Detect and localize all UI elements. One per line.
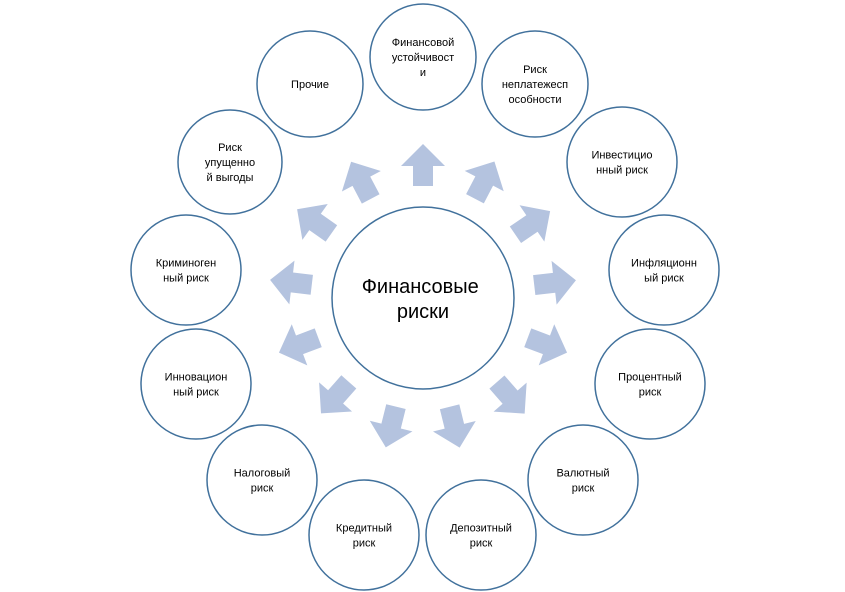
- arrow-tax-risk: [319, 375, 357, 414]
- node-interest-risk: Процентный риск: [594, 328, 706, 440]
- node-label: Риск упущенно й выгоды: [205, 142, 255, 184]
- node-label: Инфляционн ый риск: [631, 258, 697, 285]
- arrow-innovation-risk: [278, 324, 322, 366]
- node-label-line: и: [420, 67, 426, 79]
- node-label: Риск неплатежесп особности: [502, 64, 568, 106]
- node-circle: [256, 30, 364, 138]
- node-label: Процентный риск: [618, 372, 682, 399]
- node-circle: [594, 328, 706, 440]
- node-label-line: й выгоды: [207, 172, 254, 184]
- node-label-line: ный риск: [173, 387, 219, 399]
- arrow-inflation-risk: [533, 260, 576, 305]
- center-title-line-2: риски: [397, 301, 449, 323]
- node-inflation-risk: Инфляционн ый риск: [608, 214, 720, 326]
- node-circle: [369, 3, 477, 111]
- center-circle: [331, 206, 515, 390]
- node-label-line: Прочие: [291, 79, 329, 91]
- node-label-line: Инфляционн: [631, 258, 697, 270]
- node-lost-profit-risk: Риск упущенно й выгоды: [177, 109, 283, 215]
- node-label-line: риск: [572, 483, 595, 495]
- arrow-deposit-risk: [433, 404, 476, 448]
- node-label: Кредитный риск: [336, 523, 392, 550]
- node-other: Прочие: [256, 30, 364, 138]
- node-label-line: особности: [508, 94, 561, 106]
- node-label: Депозитный риск: [450, 523, 512, 550]
- node-criminogenic-risk: Криминоген ный риск: [130, 214, 242, 326]
- arrow-financial-stability: [401, 144, 445, 186]
- arrow-other: [341, 161, 381, 204]
- node-circle: [566, 106, 678, 218]
- node-label-line: риск: [639, 387, 662, 399]
- node-label: Финансовой устойчивост и: [392, 37, 455, 79]
- node-label-line: Кредитный: [336, 523, 392, 535]
- node-label-line: нный риск: [596, 165, 648, 177]
- node-circle: [206, 424, 318, 536]
- node-label-line: устойчивост: [392, 52, 454, 64]
- node-label-line: Риск: [523, 64, 547, 76]
- node-label-line: риск: [251, 483, 274, 495]
- node-tax-risk: Налоговый риск: [206, 424, 318, 536]
- node-label-line: Инвестицио: [591, 150, 652, 162]
- node-label: Валютный риск: [556, 468, 609, 495]
- node-label: Инновацион ный риск: [165, 372, 228, 399]
- arrow-currency-risk: [489, 375, 527, 414]
- node-circle: [308, 479, 420, 591]
- node-label: Прочие: [291, 79, 329, 91]
- node-insolvency-risk: Риск неплатежесп особности: [481, 30, 589, 138]
- node-label-line: Риск: [218, 142, 242, 154]
- node-circle: [527, 424, 639, 536]
- node-label-line: риск: [353, 538, 376, 550]
- node-label-line: Инновацион: [165, 372, 228, 384]
- node-label-line: Налоговый: [234, 468, 291, 480]
- node-label-line: Криминоген: [156, 258, 217, 270]
- node-label-line: ный риск: [163, 273, 209, 285]
- arrow-insolvency-risk: [464, 161, 504, 204]
- node-label-line: Валютный: [556, 468, 609, 480]
- arrow-lost-profit-risk: [297, 203, 338, 242]
- node-label-line: Финансовой: [392, 37, 455, 49]
- arrow-investment-risk: [509, 205, 551, 244]
- node-label-line: упущенно: [205, 157, 255, 169]
- node-label-line: неплатежесп: [502, 79, 568, 91]
- center-title: Финансовые риски: [362, 276, 485, 323]
- node-circle: [425, 479, 537, 591]
- arrow-criminogenic-risk: [270, 260, 313, 305]
- node-investment-risk: Инвестицио нный риск: [566, 106, 678, 218]
- node-label: Инвестицио нный риск: [591, 150, 652, 177]
- center-node: Финансовые риски: [331, 206, 515, 390]
- node-label: Криминоген ный риск: [156, 258, 217, 285]
- center-title-line-1: Финансовые: [362, 276, 479, 298]
- node-label-line: Процентный: [618, 372, 682, 384]
- node-financial-stability: Финансовой устойчивост и: [369, 3, 477, 111]
- node-currency-risk: Валютный риск: [527, 424, 639, 536]
- arrow-interest-risk: [524, 324, 568, 366]
- node-innovation-risk: Инновацион ный риск: [140, 328, 252, 440]
- node-label: Налоговый риск: [234, 468, 291, 495]
- node-circle: [608, 214, 720, 326]
- node-label-line: ый риск: [644, 273, 684, 285]
- node-label-line: риск: [470, 538, 493, 550]
- node-circle: [481, 30, 589, 138]
- node-circle: [177, 109, 283, 215]
- arrow-credit-risk: [369, 404, 413, 448]
- node-credit-risk: Кредитный риск: [308, 479, 420, 591]
- node-label-line: Депозитный: [450, 523, 512, 535]
- node-circle: [140, 328, 252, 440]
- arrows-layer: [270, 144, 576, 448]
- node-deposit-risk: Депозитный риск: [425, 479, 537, 591]
- node-circle: [130, 214, 242, 326]
